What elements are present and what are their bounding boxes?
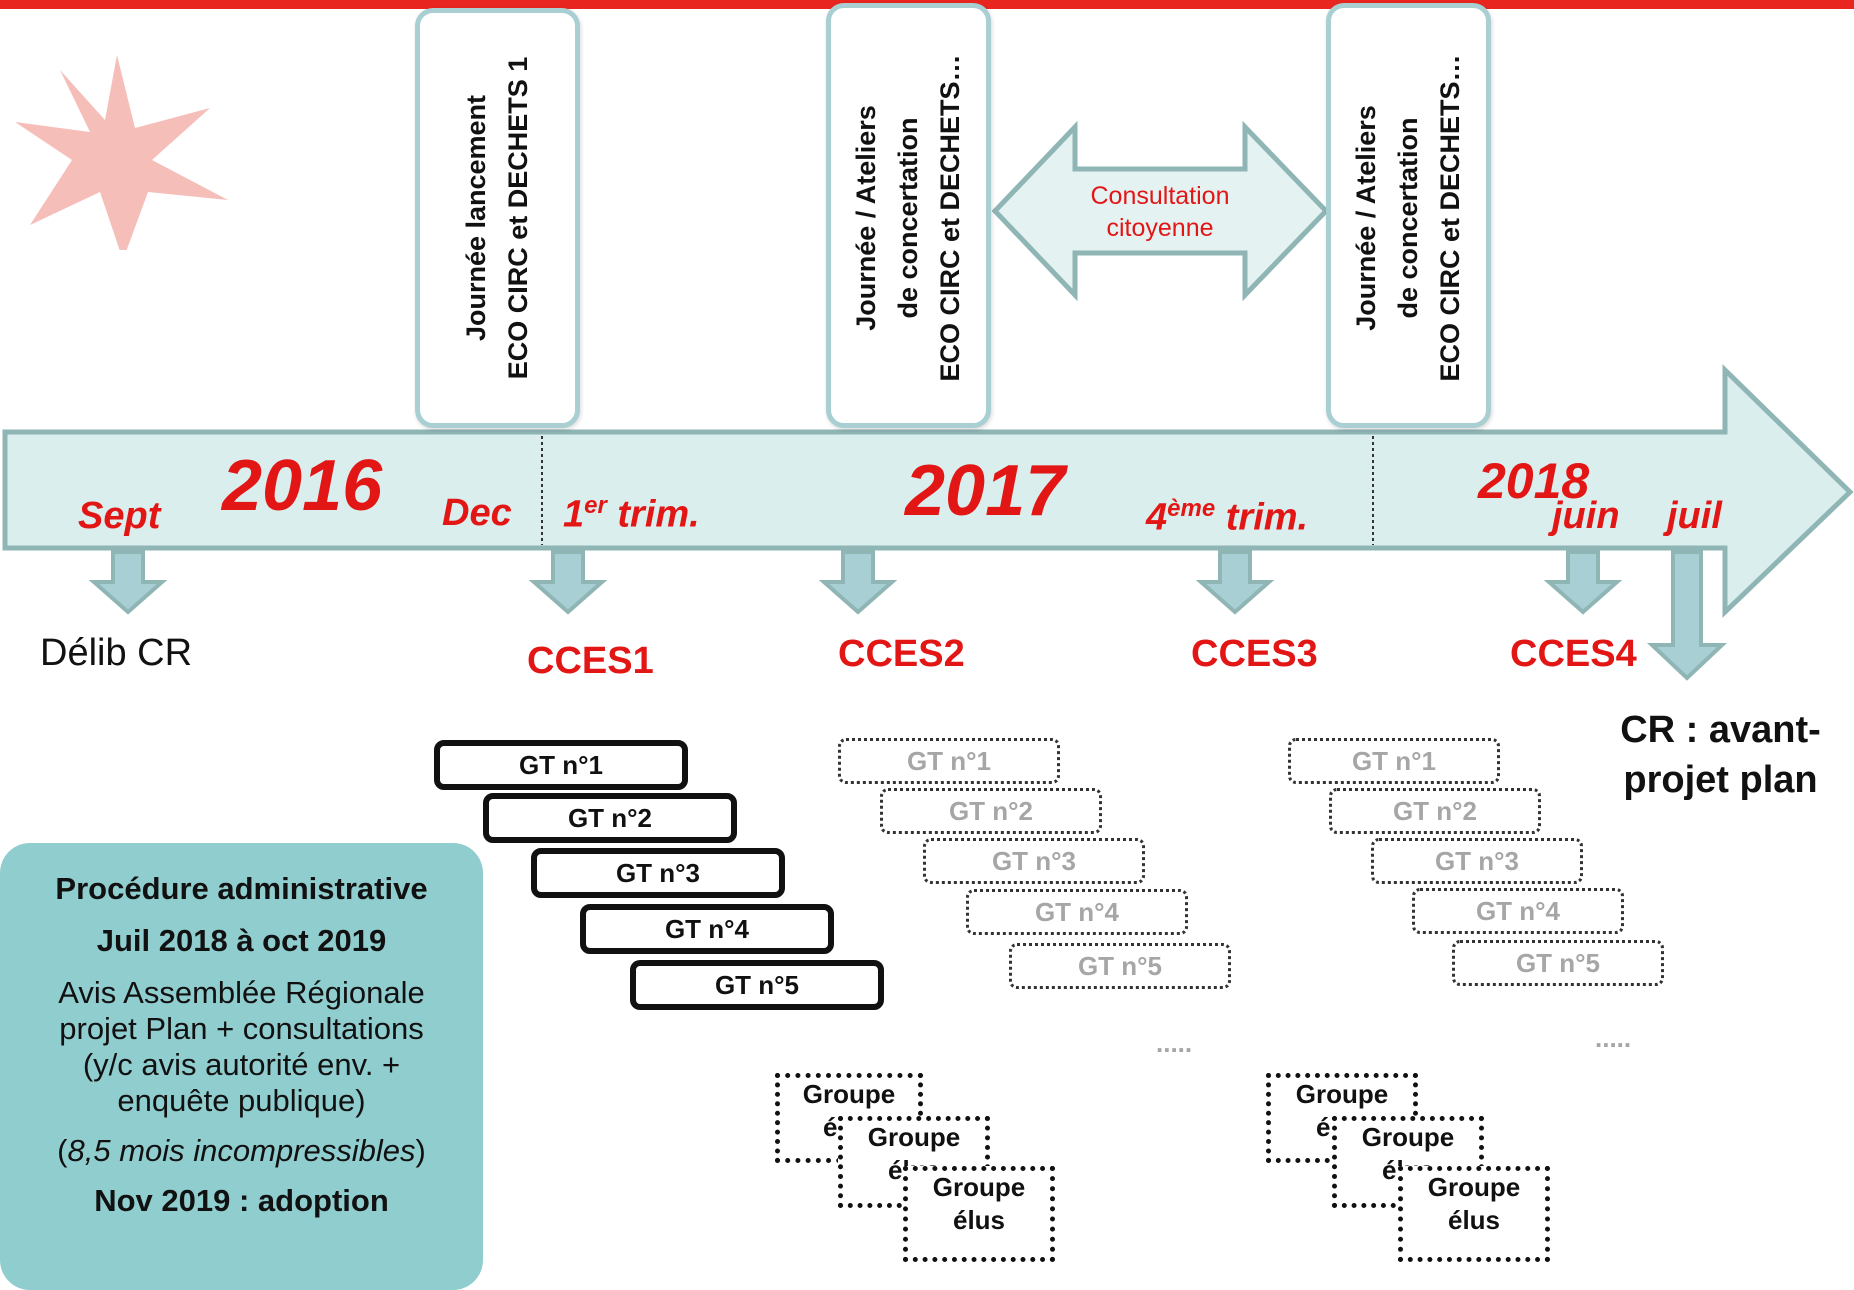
month-sept: Sept — [78, 495, 161, 537]
milestone-cces1: CCES1 — [527, 640, 654, 682]
gt-box-4: GT n°4 — [580, 904, 834, 954]
gt-dotted-b-5: GT n°5 — [1452, 940, 1664, 986]
down-arrow-juil — [1646, 550, 1728, 681]
event-box-lancement — [415, 8, 580, 428]
event-box-ateliers-2 — [1326, 3, 1491, 428]
year-2017: 2017 — [905, 451, 1066, 531]
trim-1: 1er trim. — [563, 492, 700, 536]
ellipsis-2: ..... — [1595, 1023, 1632, 1053]
event-text-ateliers-1: Journée / Ateliers de concertation ECO C… — [851, 54, 965, 382]
down-arrow-cces3 — [1195, 550, 1275, 615]
month-dec: Dec — [442, 492, 512, 534]
gt-dotted-a-3: GT n°3 — [923, 838, 1145, 884]
gt-box-5: GT n°5 — [630, 960, 884, 1010]
trim-4: 4ème trim. — [1146, 495, 1309, 539]
milestone-cr-avant-projet: CR : avant- projet plan — [1620, 709, 1821, 801]
procedure-box: Procédure administrative Juil 2018 à oct… — [0, 843, 483, 1290]
month-juin: juin — [1552, 495, 1620, 537]
procedure-line3: (y/c avis autorité env. + — [82, 1047, 401, 1082]
milestone-cces2: CCES2 — [838, 633, 965, 675]
star-logo-icon — [15, 55, 228, 250]
gt-dotted-a-2: GT n°2 — [880, 788, 1102, 834]
procedure-adoption: Nov 2019 : adoption — [94, 1183, 389, 1218]
procedure-note: (8,5 mois incompressibles) — [57, 1133, 426, 1168]
gt-dotted-b-3: GT n°3 — [1371, 838, 1583, 884]
milestone-cces4: CCES4 — [1510, 633, 1637, 675]
milestone-cces3: CCES3 — [1191, 633, 1318, 675]
gt-dotted-a-1: GT n°1 — [838, 738, 1060, 784]
procedure-dates: Juil 2018 à oct 2019 — [96, 923, 387, 958]
event-text-ateliers-2: Journée / Ateliers de concertation ECO C… — [1351, 54, 1465, 382]
consultation-label: Consultation citoyenne — [1090, 182, 1230, 242]
down-arrow-cces4 — [1543, 550, 1623, 615]
down-arrow-cces1 — [528, 550, 608, 615]
gt-box-1: GT n°1 — [434, 740, 688, 790]
year-2016: 2016 — [222, 446, 383, 526]
gt-dotted-b-2: GT n°2 — [1329, 788, 1541, 834]
gt-box-2: GT n°2 — [483, 793, 737, 843]
procedure-title: Procédure administrative — [55, 871, 428, 906]
down-arrow-cces2 — [818, 550, 898, 615]
gt-dotted-a-5: GT n°5 — [1009, 943, 1231, 989]
milestone-delib: Délib CR — [40, 632, 193, 674]
procedure-line1: Avis Assemblée Régionale — [58, 975, 425, 1010]
year-2018: 2018 — [1478, 453, 1590, 509]
event-text-lancement: Journée lancement ECO CIRC et DECHETS 1 — [461, 56, 533, 380]
gt-dotted-b-1: GT n°1 — [1288, 738, 1500, 784]
procedure-line2: projet Plan + consultations — [59, 1011, 424, 1046]
month-juil: juil — [1667, 495, 1722, 537]
ellipsis-1: ..... — [1156, 1028, 1193, 1058]
procedure-line4: enquête publique) — [117, 1083, 366, 1118]
gt-dotted-a-4: GT n°4 — [966, 889, 1188, 935]
event-box-ateliers-1 — [826, 3, 991, 428]
down-arrow-sept — [88, 550, 168, 615]
gt-dotted-b-4: GT n°4 — [1412, 888, 1624, 934]
gt-box-3: GT n°3 — [531, 848, 785, 898]
